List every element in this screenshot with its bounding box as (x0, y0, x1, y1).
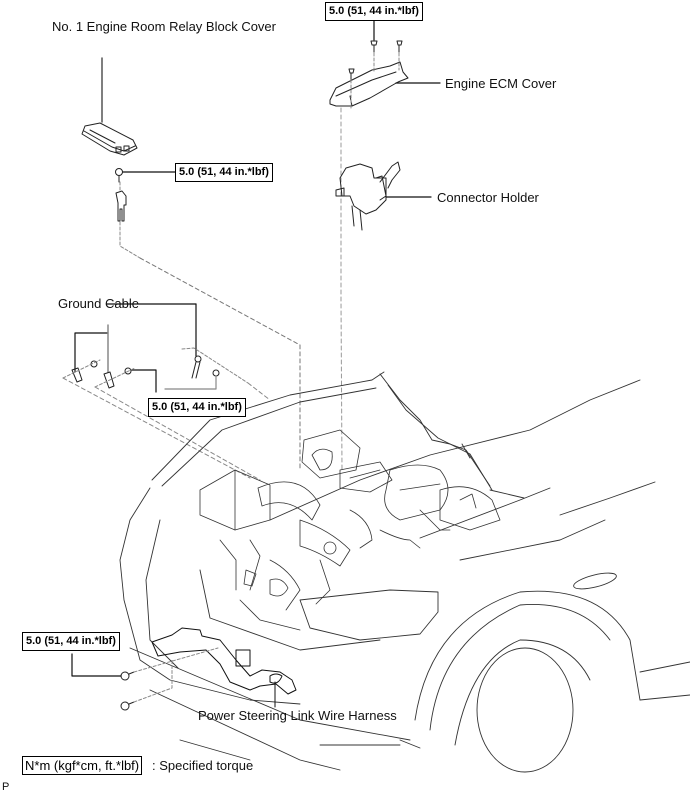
label-ground-cable: Ground Cable (58, 296, 139, 311)
torque-callout-harness: 5.0 (51, 44 in.*lbf) (22, 632, 120, 651)
label-power-steering-harness: Power Steering Link Wire Harness (198, 708, 397, 723)
relay-block-cover-part (81, 57, 138, 156)
ground-cable-parts (62, 303, 271, 481)
label-relay-block-cover: No. 1 Engine Room Relay Block Cover (52, 19, 276, 34)
legend-unit-box: N*m (kgf*cm, ft.*lbf) (22, 756, 143, 775)
ecm-cover-part (329, 16, 441, 471)
harness-bolts (71, 647, 219, 711)
label-connector-holder: Connector Holder (437, 190, 539, 205)
torque-callout-ecm: 5.0 (51, 44 in.*lbf) (325, 2, 423, 21)
torque-callout-ground: 5.0 (51, 44 in.*lbf) (148, 398, 246, 417)
corner-mark: P (2, 781, 10, 793)
connector-holder-part (335, 161, 432, 231)
label-engine-ecm-cover: Engine ECM Cover (445, 76, 557, 91)
vehicle-body-outline (119, 371, 690, 773)
legend-description: : Specified torque (152, 758, 254, 773)
torque-callout-relay: 5.0 (51, 44 in.*lbf) (175, 163, 273, 182)
engine-components (199, 429, 501, 631)
power-steering-harness-part (151, 627, 297, 708)
relay-bolt-and-bracket (115, 168, 301, 471)
